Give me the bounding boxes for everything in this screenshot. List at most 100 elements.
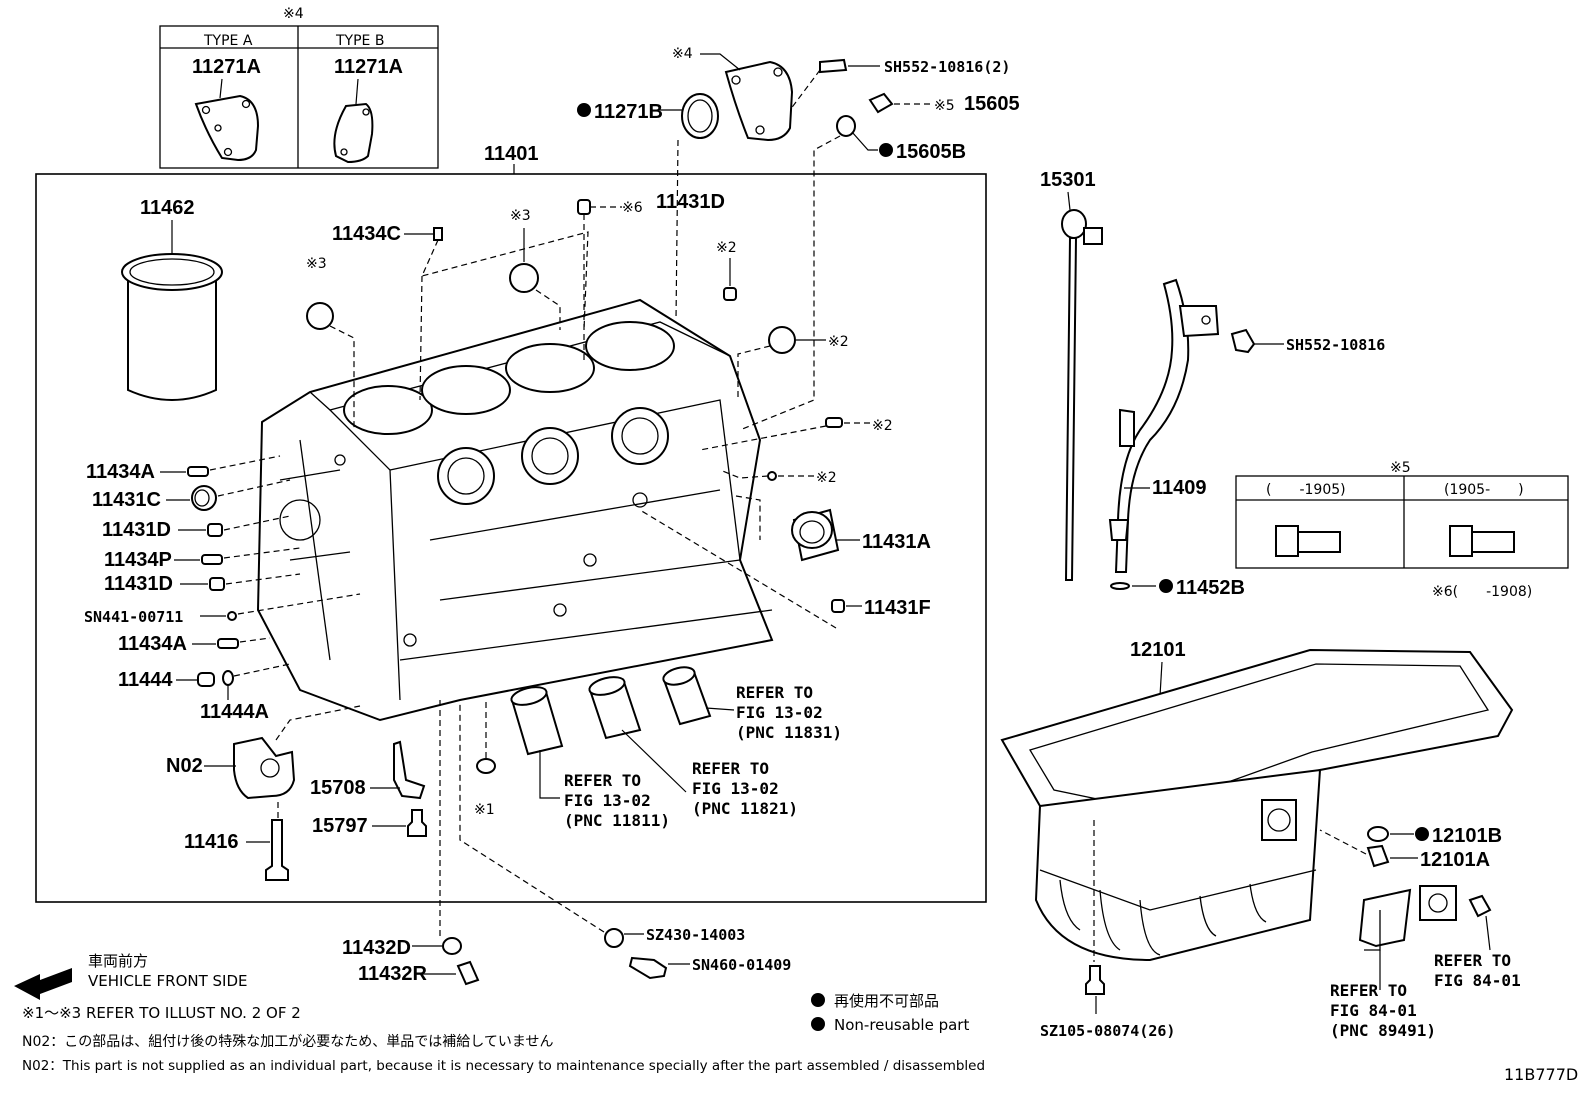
- legend-dot-1: [811, 993, 825, 1007]
- label-sn460: SN460-01409: [692, 956, 791, 974]
- bushing-11821: [588, 676, 642, 740]
- label-15797: 15797: [312, 815, 368, 837]
- label-11434A-1: 11434A: [86, 461, 155, 483]
- label-11432R: 11432R: [358, 963, 428, 985]
- plug-15605: [868, 92, 894, 114]
- pin-11431D-2: [209, 577, 225, 591]
- ref-89491: REFER TO FIG 84-01 (PNC 89491): [1330, 981, 1436, 1040]
- diagram-code: 11B777D: [1504, 1065, 1578, 1084]
- bushing-11811: [510, 686, 564, 756]
- bearing-cap-N02: [233, 736, 296, 800]
- type-a-part-label: 11271A: [192, 56, 261, 78]
- ref-11811-line2: FIG 13-02: [564, 791, 651, 810]
- dipstick-guide-11409: [1108, 278, 1220, 573]
- ref-11831-line2: FIG 13-02: [736, 703, 823, 722]
- note-n2-d: ※2: [816, 470, 837, 486]
- nonreusable-dot-11452B: [1159, 579, 1173, 593]
- plug-n1: [476, 758, 496, 774]
- type-table-note: ※4: [283, 6, 304, 22]
- pin-n2-top: [723, 287, 737, 301]
- label-15301: 15301: [1040, 169, 1096, 191]
- label-11271B: 11271B: [594, 101, 663, 123]
- label-11416: 11416: [184, 831, 239, 853]
- cover-11271A: [724, 60, 794, 142]
- dot-n2: [767, 471, 777, 481]
- bushing-11831: [662, 666, 712, 726]
- jet-15708: [393, 740, 426, 800]
- pin-11434P: [201, 554, 223, 565]
- ref-84-01-right-line2: FIG 84-01: [1434, 971, 1521, 990]
- note-n3-left: ※3: [306, 256, 327, 272]
- type-b-header: TYPE B: [335, 33, 384, 49]
- ref-11821-line2: FIG 13-02: [692, 779, 779, 798]
- label-sn441: SN441-00711: [84, 608, 183, 626]
- label-sh-mid: SH552-10816: [1286, 336, 1385, 354]
- note-n2-c: ※2: [872, 418, 893, 434]
- pin-11434C: [433, 227, 443, 241]
- note5-col-a: ( -1905): [1266, 482, 1346, 498]
- legend-dot-2: [811, 1017, 825, 1031]
- type-b-part-label: 11271A: [334, 56, 403, 78]
- note-n1: ※1: [474, 802, 495, 818]
- label-15708: 15708: [310, 777, 366, 799]
- oil-level-sensor: [1358, 885, 1457, 951]
- label-11431F: 11431F: [864, 597, 931, 619]
- cover-type-a-shape: [194, 94, 260, 162]
- plug-n3-top: [509, 263, 539, 293]
- ref-89491-line1: REFER TO: [1330, 981, 1407, 1000]
- note-n5: ※5: [934, 98, 955, 114]
- note-n4: ※4: [672, 46, 693, 62]
- front-label-en: VEHICLE FRONT SIDE: [88, 972, 248, 990]
- note-n6: ※6: [622, 200, 643, 216]
- note-n2-a: ※2: [716, 240, 737, 256]
- nonreusable-dot-15605B: [879, 143, 893, 157]
- bolt-sh-top: [819, 58, 848, 74]
- pin-11431F: [831, 599, 845, 613]
- nonreusable-dot-11271B: [577, 103, 591, 117]
- note5-foot: ※6( -1908): [1432, 584, 1532, 600]
- label-11434P: 11434P: [104, 549, 172, 571]
- label-N02: N02: [166, 755, 203, 777]
- bolt-sh-mid: [1230, 328, 1256, 354]
- bolt-15797: [407, 809, 427, 837]
- type-table: ※4 TYPE A TYPE B 11271A 11271A: [159, 6, 439, 169]
- label-11431D-top: 11431D: [656, 191, 725, 213]
- dipstick-15301: [1061, 209, 1103, 581]
- legend-jp: 再使用不可部品: [834, 992, 939, 1010]
- label-11431D-1: 11431D: [102, 519, 171, 541]
- nonreusable-dot-12101B: [1415, 827, 1429, 841]
- ref-89491-line3: (PNC 89491): [1330, 1021, 1436, 1040]
- label-11462: 11462: [140, 197, 195, 219]
- oil-pan-12101: [1000, 648, 1514, 962]
- label-11431D-2: 11431D: [104, 573, 173, 595]
- ref-11831: REFER TO FIG 13-02 (PNC 11831): [736, 683, 842, 742]
- plug-11432D: [442, 937, 462, 955]
- label-sz105: SZ105-08074(26): [1040, 1022, 1175, 1040]
- label-12101B: 12101B: [1432, 825, 1502, 847]
- ref-11811-line1: REFER TO: [564, 771, 641, 790]
- footnote-3: N02：This part is not supplied as an indi…: [22, 1058, 985, 1074]
- block-label: 11401: [484, 143, 539, 165]
- ref-11821-line1: REFER TO: [692, 759, 769, 778]
- type-a-header: TYPE A: [203, 33, 253, 49]
- label-sz430: SZ430-14003: [646, 926, 745, 944]
- pin-11434A-2: [217, 638, 239, 649]
- note-n2-b: ※2: [828, 334, 849, 350]
- label-11431C: 11431C: [92, 489, 161, 511]
- oring-11444A: [222, 670, 234, 686]
- label-11409: 11409: [1152, 477, 1207, 499]
- note5-col-b: (1905- ): [1444, 482, 1524, 498]
- oring-11452B: [1110, 582, 1130, 590]
- plug-n2-right: [768, 326, 796, 354]
- ref-11831-line3: (PNC 11831): [736, 723, 842, 742]
- label-15605: 15605: [964, 93, 1020, 115]
- footnote-1: ※1～※3 REFER TO ILLUST NO. 2 OF 2: [22, 1004, 301, 1022]
- label-11432D: 11432D: [342, 937, 411, 959]
- block-frame: [35, 173, 987, 903]
- gasket-15605B: [836, 115, 856, 137]
- note5-mark: ※5: [1390, 460, 1411, 476]
- ref-11821: REFER TO FIG 13-02 (PNC 11821): [692, 759, 798, 818]
- ref-84-01-right: REFER TO FIG 84-01: [1434, 951, 1521, 990]
- label-11444: 11444: [118, 669, 173, 691]
